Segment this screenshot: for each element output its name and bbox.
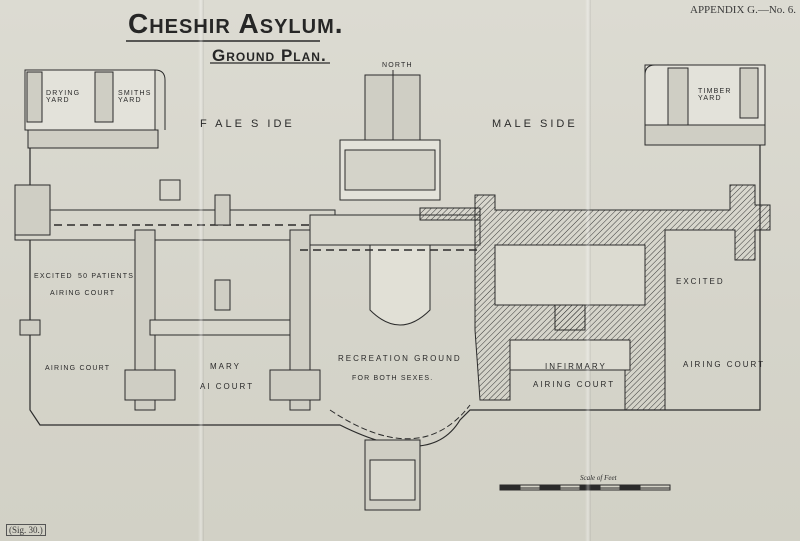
- appendix-label: APPENDIX G.—No. 6.: [690, 4, 797, 16]
- female-side-label: F ALE S IDE: [200, 118, 295, 130]
- drying-yard-block: [24, 69, 156, 131]
- patients-label: 50 PATIENTS: [78, 273, 135, 280]
- scale-label: Scale of Feet: [580, 474, 617, 482]
- mary-label: MARY: [210, 362, 241, 371]
- for-both-sexes-label: FOR BOTH SEXES.: [352, 375, 434, 382]
- excited-male-label: EXCITED: [676, 277, 725, 286]
- central-hall: [369, 244, 431, 326]
- fold-crease: [585, 0, 591, 541]
- drying-yard-label: DRYING YARD: [46, 90, 81, 104]
- infirmary-airing-court-label: AIRING COURT: [533, 380, 616, 389]
- smiths-yard-label: SMITHS YARD: [118, 90, 152, 104]
- scale-bar: [499, 484, 671, 491]
- airing-court-label-right: AIRING COURT: [683, 360, 766, 369]
- plan-subtitle: Ground Plan.: [212, 46, 327, 65]
- male-side-label: MALE SIDE: [492, 118, 578, 130]
- figure-reference: (Sig. 30.): [6, 524, 46, 536]
- timber-yard-label: TIMBER YARD: [698, 88, 732, 102]
- airing-court-label-1: AIRING COURT: [50, 290, 116, 297]
- excited-female-label: EXCITED: [34, 273, 73, 280]
- recreation-ground-label: RECREATION GROUND: [338, 354, 462, 363]
- airing-court-label-left: AIRING COURT: [45, 365, 111, 372]
- ai-court-label: AI COURT: [200, 382, 255, 391]
- fold-crease: [198, 0, 204, 541]
- infirmary-label: INFIRMARY: [545, 362, 607, 371]
- compass-label: NORTH: [382, 62, 413, 69]
- plan-title: Cheshir Asylum.: [128, 8, 344, 39]
